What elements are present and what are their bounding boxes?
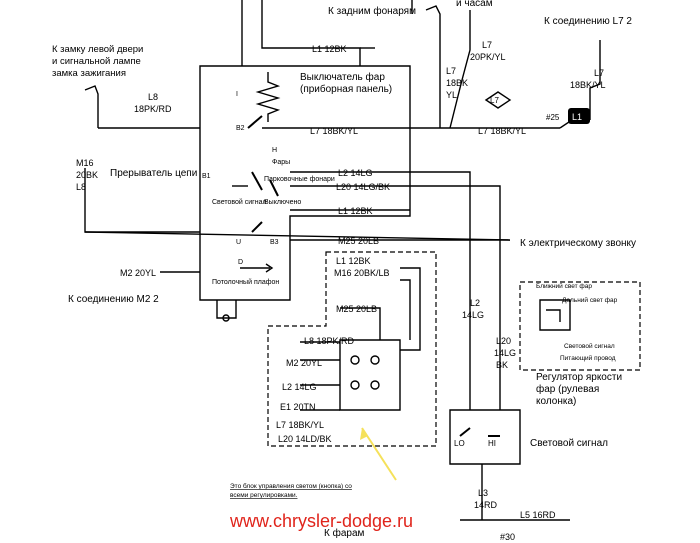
label-headlamp-switch: Выключатель фар <box>300 71 385 83</box>
wire-l20-inner: L20 14LD/BK <box>278 434 332 444</box>
wire-l7-main: L7 18BK/YL <box>310 126 358 136</box>
terminal-b3: B3 <box>270 239 279 246</box>
label-to-headlamps: К фарам <box>324 527 365 539</box>
label-rear-lamps: К задним фонарям <box>328 5 416 17</box>
wire-m2-inner: M2 20YL <box>286 358 322 368</box>
left-wires <box>84 85 511 241</box>
label-dimmer-1: Регулятор яркости <box>536 372 622 383</box>
note-arrowhead <box>360 428 368 440</box>
label-ceiling: Потолочный плафон <box>212 278 279 286</box>
headlamp-switch-body <box>199 65 411 322</box>
switch-contacts <box>232 72 300 273</box>
wire-l20-v: L20 <box>496 336 511 346</box>
wire-l8-code: 18PK/RD <box>134 104 172 114</box>
wire-l2-inner: L2 14LG <box>282 382 317 392</box>
label-dimmer-2: фар (рулевая <box>536 383 599 395</box>
wire-l7-main2: L7 18BK/YL <box>478 126 526 136</box>
svg-text:L7: L7 <box>490 96 499 105</box>
wire-hi: HI <box>488 439 496 448</box>
wire-l1-main: L1 12BK <box>338 206 373 216</box>
wire-l8-side: L8 <box>76 182 86 192</box>
wire-l3: L3 <box>478 488 488 498</box>
wire-num25: #25 <box>546 113 560 122</box>
wire-e1-inner: E1 20TN <box>280 402 316 412</box>
wire-l7-c-code: 18BK/YL <box>570 80 606 90</box>
badge-l1: L1 <box>568 108 590 124</box>
label-left-door-2: и сигнальной лампе <box>52 56 141 67</box>
note-line-1: Это блок управления светом (кнопка) со <box>230 482 352 490</box>
terminal-d: D <box>238 259 243 266</box>
wire-l1-top: L1 12BK <box>312 44 347 54</box>
wire-l2-v-code: 14LG <box>462 310 484 320</box>
wire-num30: #30 <box>500 532 515 542</box>
wire-m2: M2 20YL <box>120 268 156 278</box>
wire-l7-a-code: 20PK/YL <box>470 52 506 62</box>
control-block <box>267 251 437 447</box>
wire-m16-inner: M16 20BK/LB <box>334 268 390 278</box>
output-wires <box>160 127 510 410</box>
label-breaker: Прерыватель цепи <box>110 168 197 179</box>
label-light-signal-main: Световой сигнал <box>530 438 608 449</box>
wire-l5: L5 16RD <box>520 510 556 520</box>
wire-l20-main: L20 14LG/BK <box>336 182 390 192</box>
terminal-b2: B2 <box>236 125 245 132</box>
label-left-door-3: замка зажигания <box>52 68 126 79</box>
wire-l7-b: L7 <box>446 66 456 76</box>
wire-l7-inner: L7 18BK/YL <box>276 420 324 430</box>
wire-l7-b-code1: 18BK <box>446 78 468 88</box>
label-fary: Фары <box>272 159 290 166</box>
badge-l7: L7 <box>484 91 512 109</box>
terminal-i: I <box>236 91 238 98</box>
top-wires <box>241 0 601 129</box>
wire-m16-code: 20BK <box>76 170 98 180</box>
label-near-light: Ближний свет фар <box>536 282 592 290</box>
dimmer-assembly <box>519 281 641 371</box>
label-bell: К электрическому звонку <box>520 238 636 249</box>
site-watermark: www.chrysler-dodge.ru <box>229 511 413 531</box>
note-arrow <box>361 427 397 481</box>
wire-l20-v-code1: 14LG <box>494 348 516 358</box>
label-clock: и часам <box>456 0 493 9</box>
svg-text:L1: L1 <box>572 112 582 122</box>
label-parking: Парковочные фонари <box>264 176 335 183</box>
label-conn-l72: К соединению L7 2 <box>544 16 632 27</box>
note-line-2: всеми регулировками. <box>230 492 298 499</box>
label-headlamp-switch-sub: (приборная панель) <box>300 83 392 95</box>
wire-m16: M16 <box>76 158 94 168</box>
label-left-door-1: К замку левой двери <box>52 44 143 55</box>
wire-l1-inner: L1 12BK <box>336 256 371 266</box>
wire-l7-c: L7 <box>594 68 604 78</box>
wire-l7-b-code2: YL <box>446 90 457 100</box>
label-feed-wire: Питающий провод <box>560 354 616 362</box>
label-far-light: Дальний свет фар <box>562 296 618 304</box>
wire-l2-main: L2 14LG <box>338 168 373 178</box>
label-light-signal-small: Световой сигнал <box>212 198 267 206</box>
terminal-u: U <box>236 239 241 246</box>
wire-l3-code: 14RD <box>474 500 498 510</box>
wire-lo: LO <box>454 439 465 448</box>
terminal-b1: B1 <box>202 173 211 180</box>
wire-m25-inner: M25 20LB <box>336 304 377 314</box>
wire-l8-inner: L8 18PK/RD <box>304 336 355 346</box>
label-signal-small: Световой сигнал <box>564 342 615 350</box>
label-off: Выключено <box>264 199 301 206</box>
light-signal-unit <box>449 409 570 521</box>
wire-l2-v: L2 <box>470 298 480 308</box>
label-dimmer-3: колонка) <box>536 396 576 407</box>
wire-l20-v-code2: BK <box>496 360 508 370</box>
terminal-h: H <box>272 147 277 154</box>
wire-l7-a: L7 <box>482 40 492 50</box>
wire-l8: L8 <box>148 92 158 102</box>
label-conn-m22: К соединению M2 2 <box>68 294 159 305</box>
wire-m25: M25 20LB <box>338 236 379 246</box>
